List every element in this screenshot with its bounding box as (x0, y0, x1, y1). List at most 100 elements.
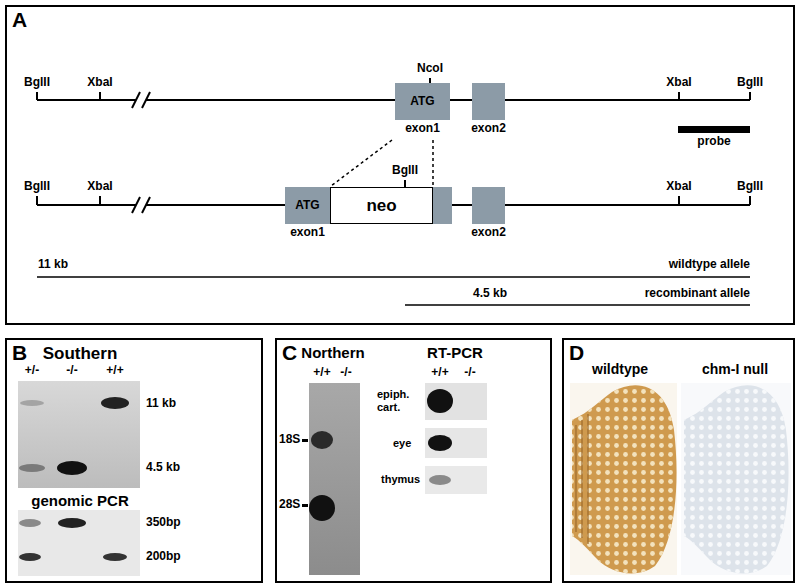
figure-label: 4.5 kb (473, 287, 507, 301)
exon-label: exon2 (471, 226, 506, 240)
fragment-line (37, 276, 750, 278)
section-ground (570, 383, 677, 575)
break-mark (132, 92, 140, 108)
northern-blot (309, 383, 360, 575)
panel-letter: B (12, 341, 27, 365)
insertion-guide (331, 140, 392, 186)
figure-label: genomic PCR (31, 492, 129, 509)
site-tick (749, 196, 751, 205)
figure-label: recombinant allele (645, 287, 750, 301)
figure-label: Southern (43, 344, 118, 364)
blot-band (19, 464, 45, 472)
site-tick (99, 92, 101, 100)
break-mark (132, 197, 140, 213)
rtpcr-gel (425, 466, 487, 494)
allele-map (37, 78, 750, 305)
genomic-line (37, 204, 136, 206)
codon-label: ATG (410, 95, 434, 109)
blot-band (20, 400, 44, 406)
pcr-gel (18, 510, 140, 576)
figure-label: 200bp (146, 550, 181, 564)
blot-band (101, 397, 129, 409)
site-tick (749, 92, 751, 100)
probe-label: probe (697, 135, 730, 149)
figure-panel: B (5, 338, 263, 583)
exon-box: exon2 (472, 187, 505, 224)
blot-band (311, 431, 333, 449)
figure-label: -/- (66, 364, 77, 378)
figure-label: -/- (340, 366, 351, 380)
figure-label: 28S (279, 498, 300, 512)
gel-band (428, 435, 452, 451)
cell-column (581, 420, 582, 538)
blot-band (57, 461, 87, 475)
cell-column (587, 414, 588, 544)
figure-label: BglII (392, 164, 418, 178)
cartilage-section (572, 385, 677, 573)
exon-remainder (433, 187, 452, 224)
figure-label: XbaI (87, 180, 112, 194)
cartilage-cells (684, 385, 789, 573)
cell-column (575, 425, 576, 532)
exon-label: exon1 (290, 226, 325, 240)
rtpcr-gel (425, 383, 487, 420)
insertion-guide (432, 140, 434, 186)
panel-letter: C (282, 341, 297, 365)
site-tick (36, 196, 38, 205)
gel-band (19, 519, 41, 527)
figure-label: XbaI (666, 180, 691, 194)
figure-label: RT-PCR (427, 344, 483, 361)
rtpcr-gel (425, 428, 487, 458)
exon-box: ATGexon1 (285, 187, 330, 224)
figure-label: BglII (24, 76, 50, 90)
neo-cassette: neo (330, 187, 433, 224)
figure-label: wildtype (592, 361, 648, 377)
cassette-label: neo (366, 196, 396, 216)
panel-letter: D (569, 341, 584, 365)
gel-band (58, 518, 86, 528)
figure-label: chm-I null (702, 361, 768, 377)
cartilage-section (684, 385, 789, 573)
exon-label: exon2 (471, 122, 506, 136)
null-section (684, 385, 789, 573)
gel-band (429, 475, 451, 485)
figure-label: +/+ (313, 366, 330, 380)
figure-label: +/+ (431, 366, 448, 380)
figure-label: thymus (381, 473, 420, 486)
figure-label: 4.5 kb (146, 461, 180, 475)
figure-label: Northern (301, 344, 364, 361)
figure-label: 11 kb (38, 258, 68, 272)
site-tick (678, 92, 680, 100)
figure-label: -/- (464, 366, 475, 380)
growth-plate-columns (576, 414, 588, 544)
figure-label: wildtype allele (669, 258, 750, 272)
gel-band (427, 389, 453, 413)
site-tick (678, 196, 680, 205)
figure-label: epiph. cart. (377, 388, 421, 413)
figure-label: +/- (25, 364, 39, 378)
site-tick (99, 196, 101, 205)
genomic-line (37, 99, 136, 101)
figure-label: BglII (737, 180, 763, 194)
figure-label: 18S (279, 433, 300, 447)
figure-label: NcoI (417, 62, 443, 76)
gel-band (19, 553, 41, 561)
figure-label: BglII (737, 76, 763, 90)
figure-label: BglII (24, 180, 50, 194)
gel-band (103, 553, 127, 561)
site-tick (404, 180, 406, 187)
exon-box: exon2 (472, 83, 505, 120)
figure-label: 11 kb (146, 397, 176, 411)
break-mark (142, 197, 150, 213)
figure-label: 350bp (146, 516, 181, 530)
site-tick (36, 92, 38, 100)
size-marker (302, 504, 308, 507)
codon-label: ATG (295, 199, 319, 213)
exon-label: exon1 (405, 122, 440, 136)
blot-band (309, 495, 335, 521)
cartilage-cells (572, 385, 677, 573)
break-mark (142, 92, 150, 108)
figure-label: XbaI (666, 76, 691, 90)
figure-label: +/+ (106, 364, 123, 378)
